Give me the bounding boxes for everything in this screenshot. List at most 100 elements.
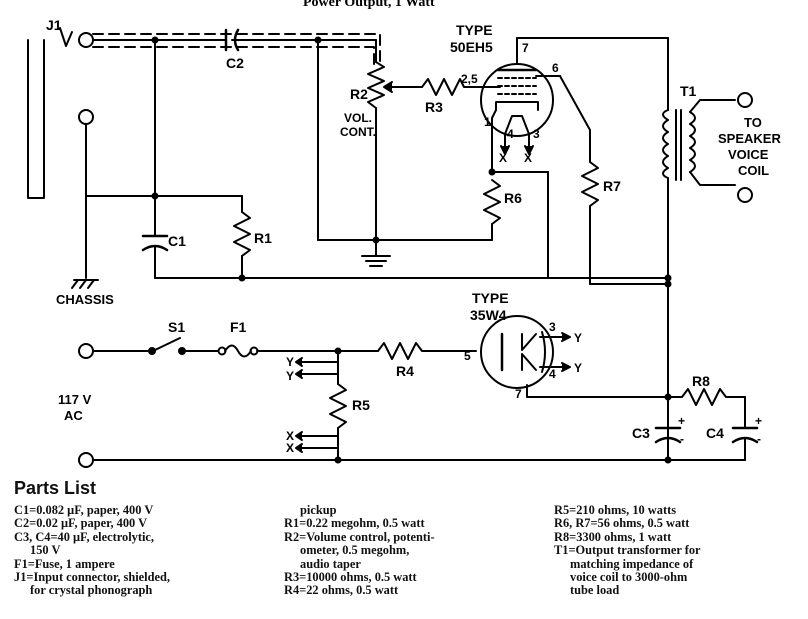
input-jack-j1 (27, 27, 94, 257)
label-pin1: 1 (484, 115, 491, 129)
tube-50eh5 (480, 37, 561, 173)
capacitor-c1 (141, 195, 169, 279)
parts-line: pickup (300, 503, 337, 517)
label-c3-minus: - (680, 432, 684, 446)
parts-line: R8=3300 ohms, 1 watt (554, 529, 672, 544)
label-pin7-top: 7 (522, 41, 529, 55)
label-c4-plus: + (755, 414, 762, 428)
label-pin3-bottom: 3 (549, 320, 556, 334)
label-type-bottom: TYPE (472, 290, 509, 306)
chassis-ground-symbol (71, 255, 99, 289)
capacitor-c2 (224, 28, 240, 52)
parts-list-title: Parts List (14, 478, 97, 498)
resistor-r4 (377, 342, 477, 360)
label-x1: X (499, 151, 507, 165)
resistor-r6 (375, 171, 549, 279)
label-y-right-2: Y (574, 361, 582, 375)
shielded-input-lead (92, 33, 381, 65)
label-r7: R7 (603, 178, 621, 194)
label-y-left-1: Y (286, 355, 294, 369)
parts-line: T1=Output transformer for (554, 543, 701, 558)
label-pin6: 6 (552, 61, 559, 75)
parts-line: audio taper (300, 556, 361, 571)
parts-line: voice coil to 3000-ohm (570, 570, 688, 585)
label-j1: J1 (46, 17, 62, 33)
label-r8: R8 (692, 373, 710, 389)
label-pin3-top: 3 (533, 127, 540, 141)
resistor-r1 (233, 211, 251, 279)
label-voice: VOICE (728, 147, 769, 162)
parts-column-1: C1=0.082 μF, paper, 400 V C2=0.02 μF, pa… (14, 503, 171, 598)
label-c4-minus: - (757, 432, 761, 446)
label-tube-35w4: 35W4 (470, 307, 507, 323)
parts-line: C3, C4=40 μF, electrolytic, (14, 529, 155, 544)
switch-s1 (148, 337, 219, 355)
header-caption: Power Output, 1 Watt (303, 0, 435, 10)
parts-column-2: pickup R1=0.22 megohm, 0.5 watt R2=Volum… (284, 503, 435, 598)
label-f1: F1 (230, 319, 247, 335)
label-r5: R5 (352, 397, 370, 413)
label-c2: C2 (226, 55, 244, 71)
parts-line: R1=0.22 megohm, 0.5 watt (284, 516, 425, 531)
tube-35w4 (480, 315, 669, 398)
label-r2: R2 (350, 86, 368, 102)
parts-line: R2=Volume control, potenti- (284, 529, 435, 544)
parts-list: Parts List C1=0.082 μF, paper, 400 V C2=… (14, 478, 804, 618)
label-r6: R6 (504, 190, 522, 206)
label-c3: C3 (632, 425, 650, 441)
parts-line: ometer, 0.5 megohm, (300, 543, 410, 558)
label-speaker: SPEAKER (718, 131, 781, 146)
label-t1: T1 (680, 83, 697, 99)
label-pins-25: 2,5 (461, 72, 478, 86)
capacitor-c3 (654, 396, 682, 461)
label-pin5: 5 (464, 349, 471, 363)
label-vol: VOL. (344, 111, 372, 125)
parts-column-3: R5=210 ohms, 10 watts R6, R7=56 ohms, 0.… (554, 503, 701, 598)
capacitor-c4 (731, 396, 759, 461)
parts-line: C1=0.082 μF, paper, 400 V (14, 503, 154, 517)
label-x2: X (524, 151, 532, 165)
resistor-r3 (421, 78, 485, 96)
label-s1: S1 (168, 319, 185, 335)
resistor-r7 (559, 75, 669, 285)
parts-line: for crystal phonograph (30, 583, 153, 598)
label-tube-50eh5: 50EH5 (450, 39, 493, 55)
parts-line: 150 V (30, 543, 61, 558)
fuse-f1 (217, 344, 379, 358)
parts-line: J1=Input connector, shielded, (14, 570, 171, 585)
label-cont: CONT. (340, 125, 376, 139)
parts-line: F1=Fuse, 1 ampere (14, 556, 115, 571)
parts-line: tube load (570, 583, 620, 598)
label-y-right-1: Y (574, 331, 582, 345)
label-pin7-bottom: 7 (515, 387, 522, 401)
label-c3-plus: + (678, 414, 685, 428)
parts-line: R6, R7=56 ohms, 0.5 watt (554, 516, 690, 531)
ac-terminal-top (78, 343, 94, 359)
resistor-r5 (295, 350, 347, 461)
parts-line: C2=0.02 μF, paper, 400 V (14, 516, 148, 531)
potentiometer-r2 (317, 39, 423, 257)
label-type-top: TYPE (456, 22, 493, 38)
label-coil: COIL (738, 163, 769, 178)
label-pin4-bottom: 4 (549, 367, 556, 381)
label-speaker-to: TO (744, 115, 762, 130)
label-chassis: CHASSIS (56, 292, 114, 307)
label-x-left-1: X (286, 429, 294, 443)
junction-dots (151, 36, 672, 464)
parts-line: matching impedance of (570, 556, 694, 571)
parts-line: R3=10000 ohms, 0.5 watt (284, 570, 417, 585)
label-c1: C1 (168, 233, 186, 249)
label-c4: C4 (706, 425, 724, 441)
circuit-schematic: Power Output, 1 Watt J1 C2 TYPE 50EH5 2,… (27, 0, 781, 468)
label-117v: 117 V (58, 392, 92, 407)
label-x-left-2: X (286, 441, 294, 455)
ac-terminal-bottom (78, 452, 94, 468)
label-ac: AC (64, 408, 83, 423)
label-r4: R4 (396, 363, 414, 379)
output-transformer-t1 (662, 99, 736, 186)
label-pin4-top: 4 (507, 127, 514, 141)
resistor-r8 (667, 388, 746, 406)
label-r3: R3 (425, 99, 443, 115)
parts-line: R4=22 ohms, 0.5 watt (284, 583, 399, 598)
ground-symbol (361, 255, 391, 267)
